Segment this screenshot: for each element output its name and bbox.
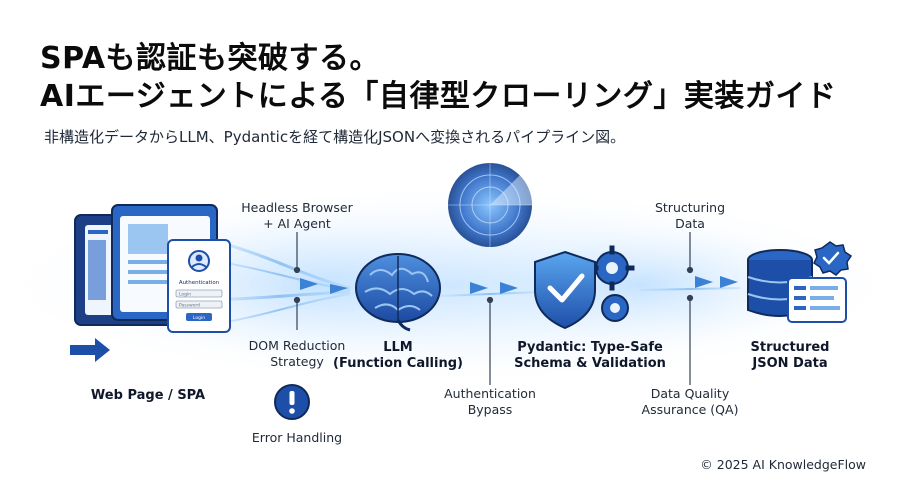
- page-title: SPAも認証も突破する。 AIエージェントによる「自律型クローリング」実装ガイド: [40, 40, 880, 116]
- flow-arrows: [300, 276, 738, 294]
- annotation-qa: Data Quality Assurance (QA): [641, 386, 739, 417]
- title-line-2: AIエージェントによる「自律型クローリング」実装ガイド: [40, 79, 837, 114]
- warning-icon: [274, 384, 310, 420]
- annotation-dom-reduction: DOM Reduction Strategy: [248, 338, 346, 369]
- stage-web-page: Web Page / SPA: [90, 388, 206, 403]
- pipeline-diagram: Authentication Login Password Login: [10, 163, 890, 420]
- stage-json: Structured JSON Data: [750, 340, 830, 371]
- radar-icon: [448, 163, 533, 247]
- login-form-icon: Authentication Login Password Login: [167, 239, 231, 333]
- annotation-headless: Headless Browser + AI Agent: [241, 200, 353, 231]
- login-card-heading: Authentication: [179, 280, 220, 286]
- shield-check-icon: [534, 250, 596, 330]
- check-badge-icon: [813, 241, 853, 276]
- annotation-structuring: Structuring Data: [654, 200, 726, 231]
- annotation-authentication: Authentication Bypass: [444, 386, 536, 417]
- database-icon: [747, 249, 847, 323]
- stage-llm: LLM (Function Calling): [333, 340, 463, 371]
- subtitle: 非構造化データからLLM、Pydanticを経て構造化JSONへ変換されるパイプ…: [44, 128, 626, 146]
- login-field-2: Password: [179, 303, 200, 309]
- brain-icon: [355, 253, 441, 332]
- annotation-error-handling: Error Handling: [251, 430, 343, 445]
- title-line-1: SPAも認証も突破する。: [40, 41, 381, 76]
- login-card-button: Login: [193, 315, 205, 321]
- login-field-1: Login: [179, 292, 191, 298]
- stage-pydantic: Pydantic: Type-Safe Schema & Validation: [514, 340, 666, 371]
- copyright: © 2025 AI KnowledgeFlow: [700, 457, 866, 472]
